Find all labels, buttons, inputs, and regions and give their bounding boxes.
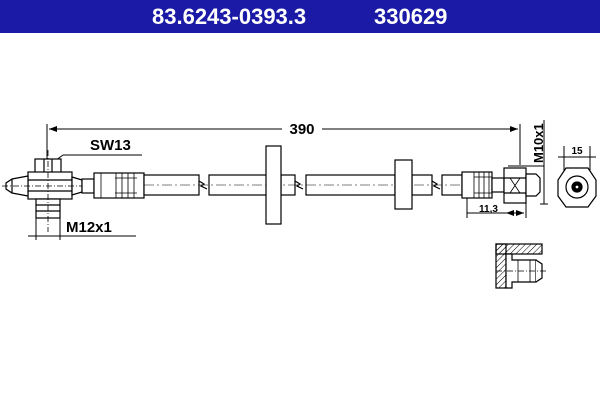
hose-brackets (265, 145, 413, 225)
end-view (557, 146, 597, 208)
left-crimp-sleeve (81, 172, 145, 199)
section-detail (495, 243, 546, 289)
wrench-size-label: SW13 (90, 137, 131, 154)
fitting-length-label: 11,3 (479, 204, 498, 215)
right-thread-callout: M10x1 (508, 120, 548, 205)
left-fitting (2, 150, 86, 232)
left-thread-callout: M12x1 (28, 218, 136, 240)
hose (143, 174, 463, 196)
right-crimp-sleeve (461, 171, 505, 199)
part-number: 83.6243-0393.3 (152, 4, 307, 29)
left-thread-label: M12x1 (66, 219, 112, 236)
length-dimension: 390 (46, 119, 521, 165)
fitting-length-dimension: 11,3 (466, 198, 527, 218)
end-diameter-label: 15 (571, 146, 583, 157)
right-fitting (503, 167, 541, 204)
reference-number: 330629 (374, 4, 448, 29)
right-thread-label: M10x1 (531, 123, 546, 163)
title-bar: 83.6243-0393.3 330629 (0, 0, 600, 33)
length-label: 390 (289, 121, 314, 138)
wrench-size-callout: SW13 (51, 137, 142, 164)
